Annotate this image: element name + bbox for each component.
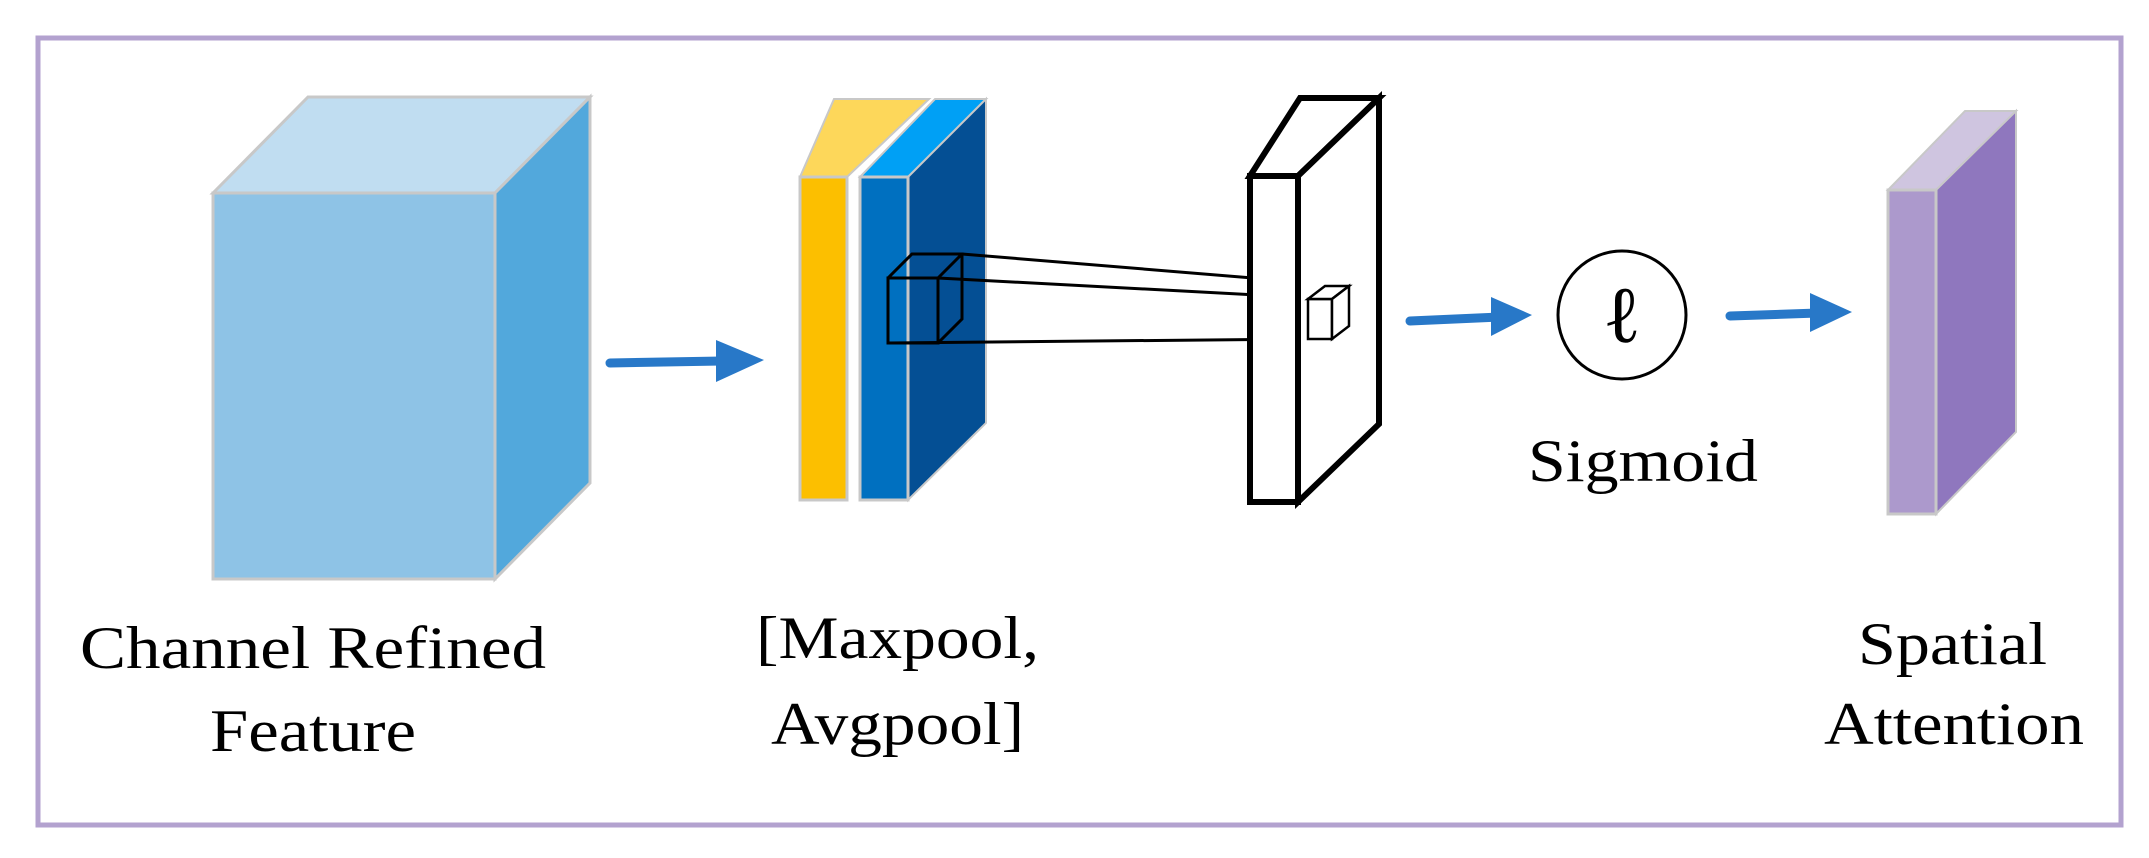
label-channel-refined-line1: Channel Refined <box>80 615 546 681</box>
feature-cube-front-face <box>211 191 497 581</box>
channel-refined-feature-cube <box>209 93 594 583</box>
label-spatial-line2: Attention <box>1824 691 2084 757</box>
arrow-feature-to-pooling <box>605 340 764 382</box>
pooling-feature-maps <box>798 96 989 503</box>
label-pooling-line1: [Maxpool, <box>756 605 1039 671</box>
sigmoid-circle <box>1556 249 1688 381</box>
avgpool-map <box>857 96 989 503</box>
sigmoid-symbol: ℓ <box>1603 272 1641 360</box>
arrow-sigmoid-to-attention <box>1725 293 1852 332</box>
diagram-frame <box>35 35 2124 828</box>
arrow-conv-to-sigmoid <box>1405 297 1532 336</box>
maxpool-map <box>798 98 932 502</box>
label-pooling-line2: Avgpool] <box>771 691 1024 757</box>
maxpool-front-face <box>798 175 849 502</box>
sigmoid-node: ℓ <box>1556 249 1688 381</box>
avgpool-front-face <box>858 175 910 502</box>
spatial-attention-map <box>1885 108 2019 517</box>
label-channel-refined-line2: Feature <box>210 698 416 764</box>
attention-front-face <box>1886 188 1938 516</box>
label-spatial-line1: Spatial <box>1858 611 2047 677</box>
label-sigmoid: Sigmoid <box>1528 428 1758 494</box>
output-pixel-cube <box>1304 283 1353 342</box>
conv-output-front-face <box>1247 173 1301 505</box>
